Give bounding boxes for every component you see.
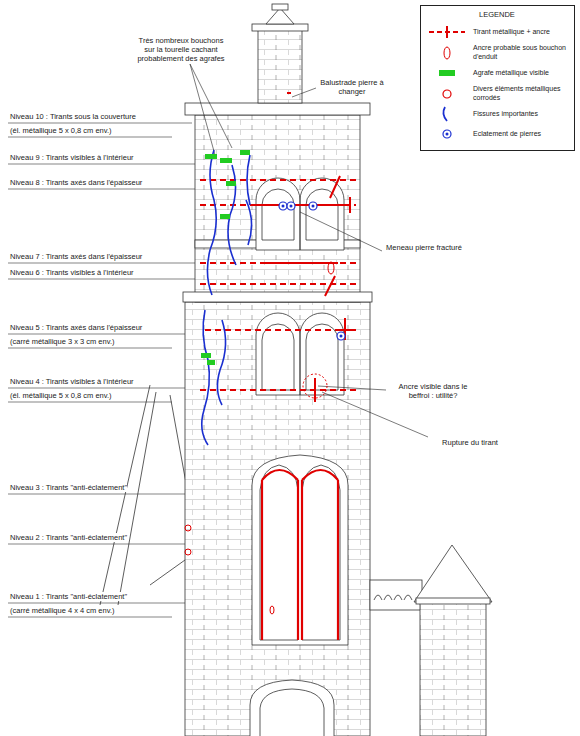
level-label: Niveau 5 : Tirants axés dans l'épaisseur [10,323,142,332]
legend-row: Divers éléments métalliques corrodés [427,85,568,102]
level-label: Niveau 3 : Tirants "anti-éclatement" [10,483,127,492]
level-label: (él. métallique 5 x 0,8 cm env.) [10,126,112,135]
level-label: (él. métallique 5 x 0,8 cm env.) [10,391,112,400]
legend-row: Tirant métallique + ancre [427,24,568,40]
level-label: Niveau 10 : Tirants sous la couverture [10,112,136,121]
level-label: Niveau 9 : Tirants visibles à l'intérieu… [10,153,134,162]
legend-box: LEGENDE Tirant métallique + ancreAncre pr… [420,5,575,151]
level-label: Niveau 7 : Tirants axés dans l'épaisseur [10,252,142,261]
level-label: Niveau 2 : Tirants "anti-éclatement" [10,533,127,542]
legend-sample [427,106,467,122]
legend-sample [427,45,467,61]
legend-swatch [439,70,455,76]
level-label: Niveau 4 : Tirants visibles à l'intérieu… [10,377,134,386]
legend-text: Ancre probable sous bouchon d'enduit [473,44,568,61]
legend-sample [427,86,467,102]
callout-note: Balustrade pierre à changer [318,78,386,96]
legend-text: Agrafe métallique visible [473,69,549,78]
level-label: (carré métallique 3 x 3 cm env.) [10,337,114,346]
level-label: Niveau 8 : Tirants axés dans l'épaisseur [10,178,142,187]
level-label: Niveau 6 : Tirants visibles à l'intérieu… [10,268,134,277]
legend-text: Divers éléments métalliques corrodés [473,85,568,102]
legend-row: Agrafe métallique visible [427,65,568,81]
callout-note: Très nombreux bouchons sur la tourelle c… [135,36,227,63]
legend-text: Fissures importantes [473,110,538,119]
legend-sample [427,65,467,81]
legend-sample [427,24,467,40]
callout-note: Ancre visible dans le beffroi : utilité? [388,382,478,400]
callout-note: Rupture du tirant [430,438,510,447]
legend-heading: LEGENDE [479,10,568,19]
legend-text: Eclatement de pierres [473,130,541,139]
level-label: Niveau 1 : Tirants "anti-éclatement" [10,592,127,601]
level-label: (carré métallique 4 x 4 cm env.) [10,606,114,615]
legend-row: Ancre probable sous bouchon d'enduit [427,44,568,61]
legend-row: Fissures importantes [427,106,568,122]
legend-row: Eclatement de pierres [427,126,568,142]
legend-sample [427,126,467,142]
legend-text: Tirant métallique + ancre [473,28,550,37]
callout-note: Meneau pierre fracturé [384,243,464,252]
